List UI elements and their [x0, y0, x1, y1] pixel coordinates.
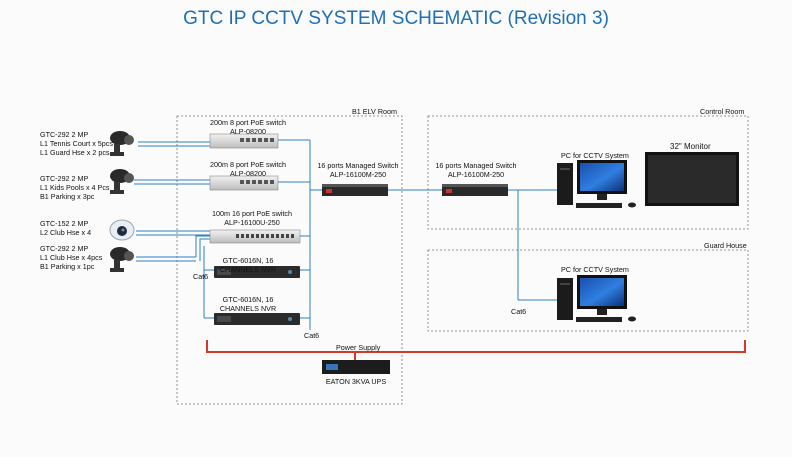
nvr-2-icon — [214, 313, 300, 325]
guard-house-label: Guard House — [704, 241, 747, 250]
poe-switch-3-icon — [209, 229, 301, 244]
cat6-label-left: Cat6 — [193, 272, 209, 281]
b1-elv-room-label: B1 ELV Room — [352, 107, 398, 116]
control-pc-icon — [557, 160, 636, 208]
ups-icon — [322, 360, 390, 374]
b1-elv-room-box — [176, 115, 403, 405]
nvr-1-icon — [214, 266, 300, 278]
dome-camera-icon — [109, 219, 135, 241]
control-pc-label: PC for CCTV System — [561, 151, 629, 160]
tv-monitor-icon — [645, 152, 739, 206]
guard-house-box — [427, 249, 749, 332]
camera-links — [134, 141, 210, 262]
bullet-camera-icon — [110, 131, 134, 156]
managed-switch-b1-icon — [322, 184, 388, 196]
control-room-label: Control Room — [700, 107, 745, 116]
poe-switch-1-icon — [209, 133, 279, 149]
switch-bus — [203, 139, 560, 330]
monitor-label: 32" Monitor — [670, 142, 711, 151]
control-room-box — [427, 115, 749, 230]
page-title: GTC IP CCTV SYSTEM SCHEMATIC (Revision 3… — [183, 8, 609, 29]
guard-pc-icon — [557, 275, 636, 322]
bullet-camera-icon — [110, 169, 134, 194]
cat6-label-mid: Cat6 — [304, 331, 320, 340]
cat6-label-right: Cat6 — [511, 307, 527, 316]
power-supply-label: Power Supply — [336, 343, 381, 352]
guard-pc-label: PC for CCTV System — [561, 265, 629, 274]
poe-switch-2-icon — [209, 175, 279, 191]
ups-label: EATON 3KVA UPS — [325, 377, 387, 386]
power-supply-bracket — [206, 340, 746, 353]
bullet-camera-icon — [110, 247, 134, 272]
managed-switch-control-icon — [442, 184, 508, 196]
